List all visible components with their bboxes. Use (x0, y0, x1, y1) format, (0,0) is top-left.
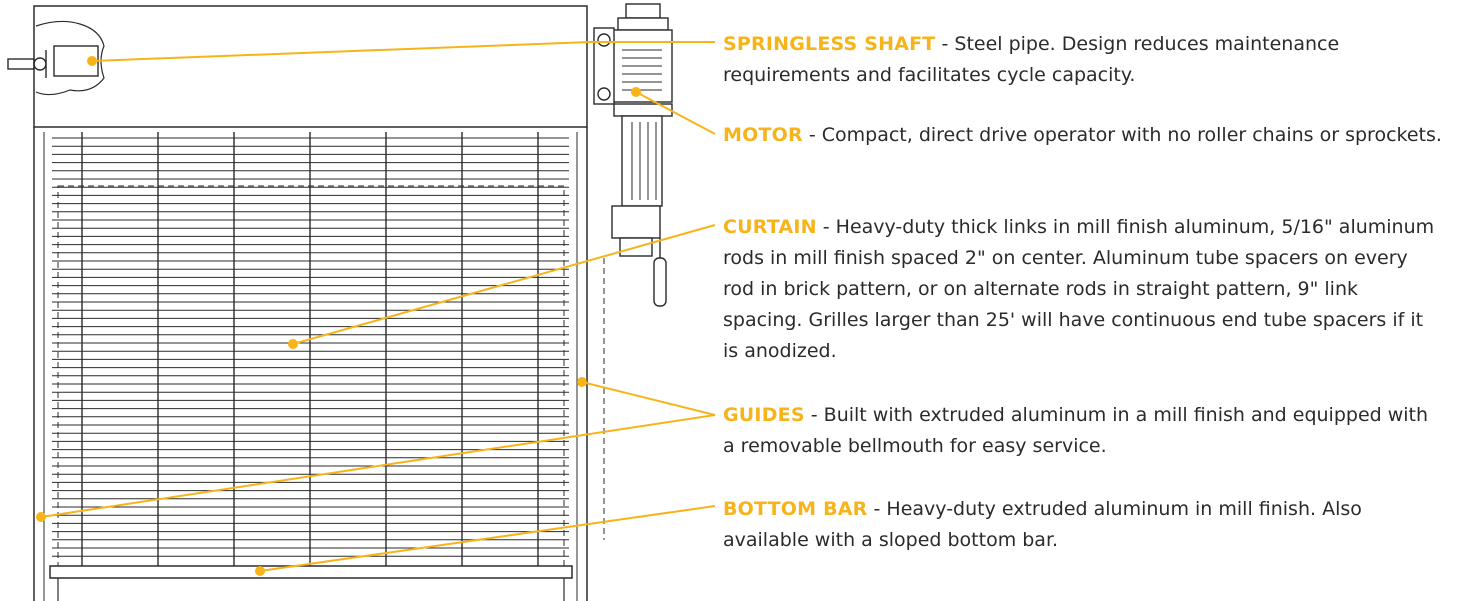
callout-term: BOTTOM BAR (723, 498, 868, 520)
curtain-dashed-outline (57, 185, 565, 567)
motor-body (621, 115, 663, 207)
manual-crank-handle (653, 257, 667, 307)
dot-guides-left (36, 512, 46, 522)
leader-bottom-bar (259, 505, 716, 572)
callout-desc: - Compact, direct drive operator with no… (802, 124, 1442, 146)
shaft-bearing (33, 57, 47, 71)
dot-springless-shaft (87, 56, 97, 66)
motor-top-cap (625, 3, 661, 19)
curtain-links (81, 132, 539, 566)
leader-motor (635, 91, 716, 135)
callout-desc: - Heavy-duty thick links in mill finish … (723, 216, 1435, 362)
callout-desc: - Built with extruded aluminum in a mill… (723, 404, 1429, 457)
leader-guides-left (40, 414, 716, 518)
callout-springless-shaft: SPRINGLESS SHAFT - Steel pipe. Design re… (723, 29, 1443, 91)
callout-term: MOTOR (723, 124, 803, 146)
callout-term: SPRINGLESS SHAFT (723, 33, 936, 55)
grille-drawing (7, 5, 605, 601)
callout-desc: - Heavy-duty extruded aluminum in mill f… (723, 498, 1362, 551)
brake-housing (611, 205, 661, 239)
shaft-stub (7, 58, 35, 70)
dot-motor (631, 87, 641, 97)
callout-term: CURTAIN (723, 216, 817, 238)
callout-bottom-bar: BOTTOM BAR - Heavy-duty extruded aluminu… (723, 494, 1443, 556)
callout-motor: MOTOR - Compact, direct drive operator w… (723, 120, 1443, 151)
callout-guides: GUIDES - Built with extruded aluminum in… (723, 400, 1443, 462)
dot-guides-right (577, 377, 587, 387)
bottom-bar (49, 565, 573, 579)
leader-dots (36, 56, 641, 576)
motor-pulley-top (597, 33, 611, 47)
callout-term: GUIDES (723, 404, 805, 426)
callout-desc: - Steel pipe. Design reduces maintenance… (723, 33, 1340, 86)
motor-side-plate (593, 27, 615, 105)
motor-body-lines (631, 122, 657, 200)
motor-head (617, 17, 669, 31)
hood-box (33, 5, 588, 128)
callout-curtain: CURTAIN - Heavy-duty thick links in mill… (723, 212, 1443, 367)
motor-pulley-bottom (597, 87, 611, 101)
dot-curtain (288, 339, 298, 349)
leader-lines (40, 41, 716, 572)
leader-guides-right (581, 381, 716, 416)
leader-springless-shaft (91, 41, 715, 62)
leader-curtain (292, 224, 716, 345)
dot-bottom-bar (255, 566, 265, 576)
motor-assembly (593, 3, 673, 307)
